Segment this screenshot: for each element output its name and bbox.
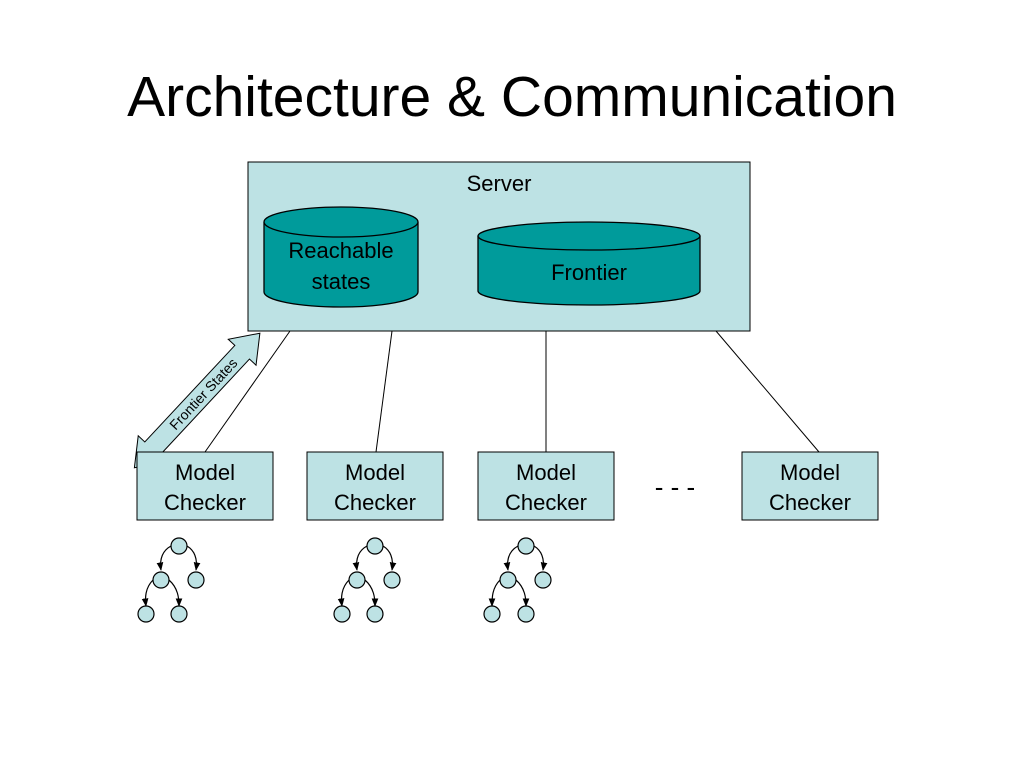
tree-node [348, 571, 366, 589]
server-box: Server Reachable states Frontier [247, 161, 751, 332]
tree-node [170, 605, 188, 623]
model-checker-box-1: Model Checker [136, 451, 274, 521]
slide-title: Architecture & Communication [127, 65, 897, 129]
reachable-label-line2: states [312, 269, 371, 294]
tree-node [517, 605, 535, 623]
model-checker-label-line1: Model [780, 460, 840, 485]
model-checker-label-line1: Model [516, 460, 576, 485]
reachable-label-line1: Reachable [288, 238, 393, 263]
state-tree-3 [483, 537, 552, 623]
tree-node [170, 537, 188, 555]
model-checker-label-line2: Checker [505, 490, 587, 515]
tree-node [517, 537, 535, 555]
connector-line-2 [375, 330, 393, 453]
tree-node [499, 571, 517, 589]
state-tree-2 [333, 537, 401, 623]
tree-node [366, 605, 384, 623]
tree-node [534, 571, 552, 589]
server-label: Server [467, 171, 532, 196]
connector-line-4 [715, 330, 820, 453]
tree-node [366, 537, 384, 555]
state-tree-1 [137, 537, 205, 623]
reachable-states-cylinder: Reachable states [263, 206, 419, 308]
model-checker-label-line2: Checker [769, 490, 851, 515]
ellipsis-dashes: - - - [655, 472, 695, 502]
tree-node [187, 571, 205, 589]
tree-node [483, 605, 501, 623]
frontier-cylinder: Frontier [477, 221, 701, 306]
tree-node [383, 571, 401, 589]
model-checker-label-line2: Checker [164, 490, 246, 515]
model-checker-label-line2: Checker [334, 490, 416, 515]
model-checker-box-4: Model Checker [741, 451, 879, 521]
model-checker-box-3: Model Checker [477, 451, 615, 521]
tree-node [152, 571, 170, 589]
tree-node [333, 605, 351, 623]
model-checker-label-line1: Model [345, 460, 405, 485]
tree-node [137, 605, 155, 623]
connector-line-1 [204, 330, 291, 453]
frontier-states-label: Frontier States [166, 355, 240, 433]
model-checker-box-2: Model Checker [306, 451, 444, 521]
model-checker-label-line1: Model [175, 460, 235, 485]
frontier-label: Frontier [551, 260, 627, 285]
